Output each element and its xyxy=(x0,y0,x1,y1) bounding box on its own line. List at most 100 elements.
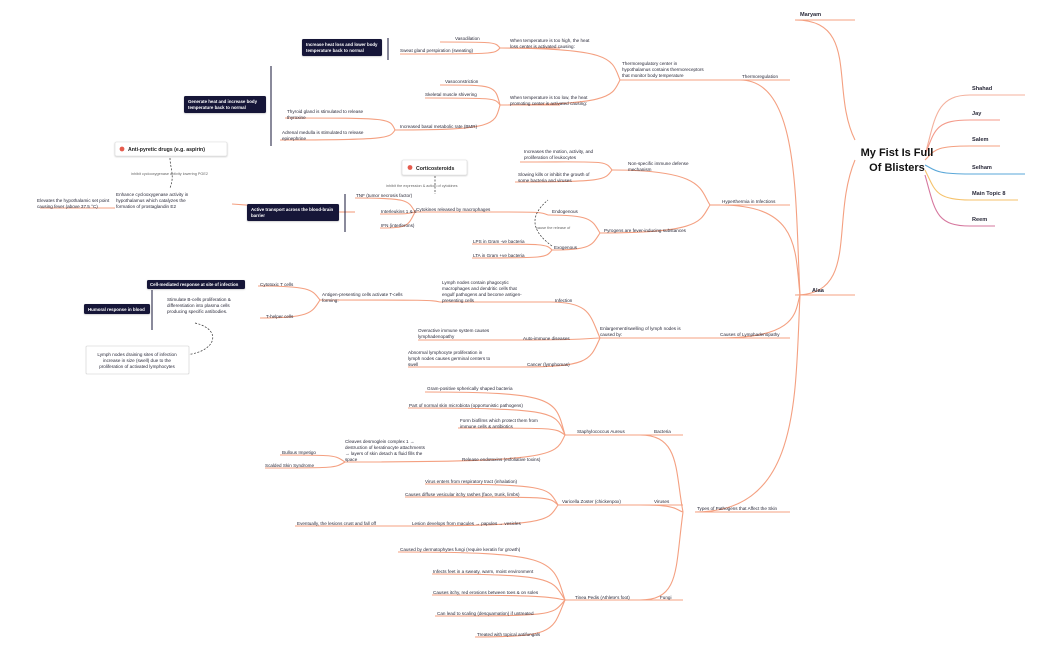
generate-heat-1[interactable]: Generate heat and increase body xyxy=(188,99,258,104)
central-topic-line1[interactable]: My Fist Is Full xyxy=(861,147,934,159)
fungi[interactable]: Fungi xyxy=(660,595,672,600)
topic-alaa[interactable]: Alaa xyxy=(812,288,825,294)
topical-antifungals[interactable]: Treated with topical antifungals xyxy=(477,632,541,637)
apc-1[interactable]: Antigen-presenting cells activate T-cell… xyxy=(322,292,403,297)
increases-1[interactable]: Increases the motion, activity, and xyxy=(524,149,594,154)
thyroid-1[interactable]: Thyroid gland is stimulated to release xyxy=(287,109,364,114)
humoral-response[interactable]: Humoral response in blood xyxy=(88,307,145,312)
cleaves-1[interactable]: Cleaves desmoglein complex 1 → xyxy=(345,439,414,444)
cleaves-2[interactable]: destruction of keratinocyte attachments xyxy=(345,445,426,450)
thyroid-2[interactable]: thyroxine xyxy=(287,115,306,120)
lymph-nodes-3[interactable]: engulf pathogens and become antigen- xyxy=(442,292,522,297)
exfoliative-toxins[interactable]: Release endotoxins (exfoliative toxins) xyxy=(462,457,541,462)
thermo-high-1[interactable]: When temperature is too high, the heat xyxy=(510,38,590,43)
lesions-crust[interactable]: Eventually, the lesions crust and fall o… xyxy=(297,521,377,526)
biofilms-1[interactable]: Form biofilms which protect them from xyxy=(460,418,538,423)
interferons[interactable]: IFN (interferons) xyxy=(381,223,415,228)
cytotoxic-t-cells[interactable]: Cytotoxic T cells xyxy=(260,282,294,287)
overactive-1[interactable]: Overactive immune system causes xyxy=(418,328,490,333)
stimulate-1[interactable]: Stimulate B-cells proliferation & xyxy=(167,297,231,302)
lps[interactable]: LPS in Gram -ve bacteria xyxy=(473,239,525,244)
increase-heat-loss-1[interactable]: Increase heat loss and lower body xyxy=(306,42,378,47)
slowing-2[interactable]: some bacteria and viruses xyxy=(518,178,572,183)
viruses[interactable]: Viruses xyxy=(654,499,670,504)
antipyretic-drugs[interactable]: Anti-pyretic drugs (e.g. aspirin) xyxy=(128,147,205,153)
increase-heat-loss-2[interactable]: temperature back to normal xyxy=(306,48,364,53)
lymph-nodes-2[interactable]: macrophages and dendritic cells that xyxy=(442,286,518,291)
stimulate-3[interactable]: producing specific antibodies. xyxy=(167,309,227,314)
lesion-develops[interactable]: Lesion develops from macules → papules →… xyxy=(412,521,521,526)
shivering[interactable]: Skeletal muscle shivering xyxy=(425,92,477,97)
adrenal-2[interactable]: epinephrine xyxy=(282,136,306,141)
dermatophytes[interactable]: Caused by dermatophytes fungi (require k… xyxy=(400,547,521,552)
elevates-1[interactable]: Elevates the hypothalamic set point xyxy=(37,198,110,203)
enlargement-1[interactable]: Enlargement/swelling of lymph nodes is xyxy=(600,326,681,331)
autoimmune[interactable]: Auto-immune diseases xyxy=(523,336,570,341)
sweating[interactable]: Sweat gland perspiration (sweating) xyxy=(400,48,473,53)
apc-2[interactable]: forming: xyxy=(322,298,339,303)
tinea-pedis[interactable]: Tinea Pedis (Athlete's foot) xyxy=(575,595,630,600)
diffuse-rashes[interactable]: Causes diffuse vesicular itchy rashes (f… xyxy=(405,492,520,497)
enlargement-2[interactable]: caused by: xyxy=(600,332,622,337)
topic-jay[interactable]: Jay xyxy=(972,111,982,117)
thermoregulation-label[interactable]: Thermoregulation xyxy=(742,74,778,79)
gram-positive[interactable]: Gram-positive spherically shaped bacteri… xyxy=(427,386,513,391)
thermo-center-2[interactable]: hypothalamus contains thermoreceptors xyxy=(622,67,704,72)
draining-2[interactable]: increase in size (swell) due to the xyxy=(103,358,171,363)
exogenous[interactable]: Exogenous xyxy=(554,245,578,250)
bullous-impetigo[interactable]: Bullous Impetigo xyxy=(282,450,316,455)
lymph-nodes-4[interactable]: presenting cells xyxy=(442,298,475,303)
pathogens-label[interactable]: Types of Pathogens that Affect the Skin xyxy=(697,506,778,511)
cell-mediated-response[interactable]: Cell-mediated response at site of infect… xyxy=(150,282,239,287)
overactive-2[interactable]: lymphadenopathy xyxy=(418,334,455,339)
topic-selham[interactable]: Selham xyxy=(972,165,992,171)
hyperthermia-label[interactable]: Hyperthermia in Infections xyxy=(722,199,776,204)
lymph-nodes-1[interactable]: Lymph nodes contain phagocytic xyxy=(442,280,509,285)
pyrogens[interactable]: Pyrogens are fever-inducing substances xyxy=(604,228,687,233)
itchy-erosions[interactable]: Causes itchy, red erosions between toes … xyxy=(433,590,539,595)
thermo-low-2[interactable]: promoting center is activated causing: xyxy=(510,101,587,106)
t-helper-cells[interactable]: T-helper cells xyxy=(266,314,294,319)
active-transport-2[interactable]: barrier xyxy=(251,213,265,218)
scaling[interactable]: Can lead to scaling (desquamation) if un… xyxy=(437,611,534,616)
draining-3[interactable]: proliferation of activated lymphocytes xyxy=(99,364,175,369)
abnormal-3[interactable]: swell xyxy=(408,362,418,367)
tnf[interactable]: TNF (tumor necrosis factor) xyxy=(356,193,413,198)
thermo-low-1[interactable]: When temperature is too low, the heat xyxy=(510,95,588,100)
thermo-center-1[interactable]: Thermoregulatory center in xyxy=(622,61,678,66)
vasodilation[interactable]: Vasodilation xyxy=(455,36,480,41)
corticosteroids[interactable]: Corticosteroids xyxy=(416,166,454,172)
abnormal-1[interactable]: Abnormal lymphocyte proliferation in xyxy=(408,350,483,355)
infects-feet[interactable]: Infects feet in a sweaty, warm, moist en… xyxy=(433,569,534,574)
abnormal-2[interactable]: lymph nodes causes germinal centers to xyxy=(408,356,491,361)
cancer[interactable]: Cancer (lymphomas) xyxy=(527,362,570,367)
enhance-cox-1[interactable]: Enhance cyclooxygenase activity in xyxy=(116,192,189,197)
scalded-skin[interactable]: Scalded Skin Syndrome xyxy=(265,463,314,468)
vasoconstriction[interactable]: Vasoconstriction xyxy=(445,79,479,84)
lta[interactable]: LTA in Gram +ve bacteria xyxy=(473,253,525,258)
enhance-cox-3[interactable]: formation of prostaglandin E2 xyxy=(116,204,176,209)
varicella-zoster[interactable]: Varicella Zoster (chickenpox) xyxy=(562,499,621,504)
draining-1[interactable]: Lymph nodes draining sites of infection xyxy=(97,352,177,357)
topic-salem[interactable]: Salem xyxy=(972,137,989,143)
cleaves-3[interactable]: → layers of skin detach & fluid fills th… xyxy=(345,451,423,456)
lymphadenopathy-label[interactable]: Causes of Lymphadenopathy xyxy=(720,332,780,337)
topic-shahad[interactable]: Shahad xyxy=(972,86,993,92)
bmr[interactable]: Increased basal metabolic rate (BMR) xyxy=(400,124,478,129)
thermo-high-2[interactable]: loss center is activated causing: xyxy=(510,44,575,49)
normal-microbiota[interactable]: Part of normal skin microbiota (opportun… xyxy=(409,403,523,408)
adrenal-1[interactable]: Adrenal medulla is stimulated to release xyxy=(282,130,364,135)
cleaves-4[interactable]: space xyxy=(345,457,358,462)
infection[interactable]: Infection xyxy=(555,298,573,303)
topic-maryam[interactable]: Maryam xyxy=(800,12,821,18)
nonspecific-1[interactable]: Non-specific immune defense xyxy=(628,161,689,166)
slowing-1[interactable]: Slowing kills or inhibit the growth of xyxy=(518,172,590,177)
stimulate-2[interactable]: differentiation into plasma cells xyxy=(167,303,230,308)
virus-enters[interactable]: Virus enters from respiratory tract (inh… xyxy=(425,479,518,484)
nonspecific-2[interactable]: mechanism xyxy=(628,167,652,172)
central-topic-line2[interactable]: Of Blisters xyxy=(869,162,925,174)
increases-2[interactable]: proliferation of leukocytes xyxy=(524,155,577,160)
staph-aureus[interactable]: Staphylococcus Aureus xyxy=(577,429,625,434)
active-transport-1[interactable]: Active transport across the blood-brain xyxy=(251,207,334,212)
elevates-2[interactable]: causing fever (above 37.5 °C) xyxy=(37,204,98,209)
